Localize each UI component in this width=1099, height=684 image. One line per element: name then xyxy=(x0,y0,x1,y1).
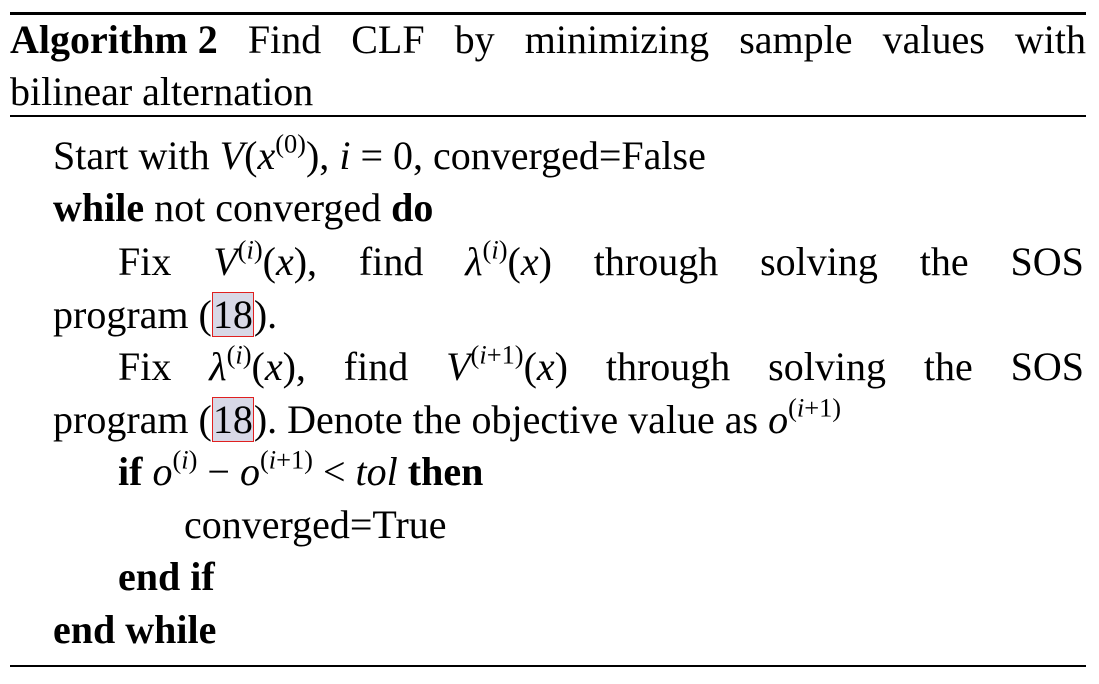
caption-word: CLF xyxy=(351,17,425,62)
keyword-do: do xyxy=(391,185,434,230)
find-word: find xyxy=(358,239,424,284)
line-endwhile: end while xyxy=(53,604,216,656)
caption-rule xyxy=(10,115,1086,117)
caption-line-2: bilinear alternation xyxy=(10,69,314,114)
reference-link-18[interactable]: 18 xyxy=(211,292,254,337)
algorithm-label: Algorithm 2 xyxy=(10,17,218,62)
caption-word: values xyxy=(882,17,985,62)
keyword-while: while xyxy=(53,185,145,230)
sos-word: SOS xyxy=(1010,239,1084,284)
keyword-end-while: end while xyxy=(53,607,217,652)
start-text: Start with xyxy=(53,133,210,178)
start-rest: , converged=False xyxy=(413,133,706,178)
program-text: program ( xyxy=(53,397,212,442)
line-assign: converged=True xyxy=(184,502,447,547)
solving-word: solving xyxy=(760,239,878,284)
solving-word: solving xyxy=(768,344,886,389)
algorithm-caption: Algorithm 2 Find CLF by minimizing sampl… xyxy=(10,14,1086,118)
program-text-end: ). xyxy=(253,292,278,337)
if-condition: o(i) − o(i+1) < tol xyxy=(152,444,398,494)
while-condition: not converged xyxy=(154,185,382,230)
line-while: while not converged do xyxy=(53,182,433,234)
sos-word: SOS xyxy=(1010,344,1084,389)
caption-word: minimizing xyxy=(524,17,710,62)
keyword-if: if xyxy=(118,449,143,494)
line-if: if o(i) − o(i+1) < tol then xyxy=(118,446,483,498)
keyword-then: then xyxy=(407,449,484,494)
line-fix1-cont: program (18). xyxy=(53,289,277,341)
the-word: the xyxy=(923,344,973,389)
start-math: V(x(0)), i = 0 xyxy=(219,128,413,178)
caption-word: Find xyxy=(247,17,322,62)
fix1-math-lambda: λ(i)(x) xyxy=(465,234,552,284)
fix2-math-lambda: λ(i)(x), xyxy=(209,339,306,389)
line-fix2-cont: program (18). Denote the objective value… xyxy=(53,394,841,446)
through-word: through xyxy=(593,239,719,284)
fix1-math-v: V(i)(x), xyxy=(213,234,318,284)
line-endif: end if xyxy=(118,551,215,603)
caption-line-1: Algorithm 2 Find CLF by minimizing sampl… xyxy=(10,14,1086,66)
line-start: Start with V(x(0)), i = 0, converged=Fal… xyxy=(53,130,706,182)
fix-word: Fix xyxy=(118,239,172,284)
fix2-math-v: V(i+1)(x) xyxy=(446,339,568,389)
caption-word: with xyxy=(1014,17,1086,62)
line-fix1: Fix V(i)(x), find λ(i)(x) through solvin… xyxy=(118,236,1084,288)
reference-link-18[interactable]: 18 xyxy=(211,397,254,442)
line-fix2: Fix λ(i)(x), find V(i+1)(x) through solv… xyxy=(118,341,1084,393)
keyword-end-if: end if xyxy=(118,554,215,599)
fix-word: Fix xyxy=(118,344,172,389)
through-word: through xyxy=(605,344,731,389)
the-word: the xyxy=(919,239,969,284)
top-rule xyxy=(10,12,1086,15)
find-word: find xyxy=(343,344,409,389)
caption-word: sample xyxy=(739,17,853,62)
program-text-end: ). Denote the objective value as o(i+1) xyxy=(253,392,842,442)
caption-word: by xyxy=(454,17,495,62)
bottom-rule xyxy=(10,665,1086,667)
program-text: program ( xyxy=(53,292,212,337)
